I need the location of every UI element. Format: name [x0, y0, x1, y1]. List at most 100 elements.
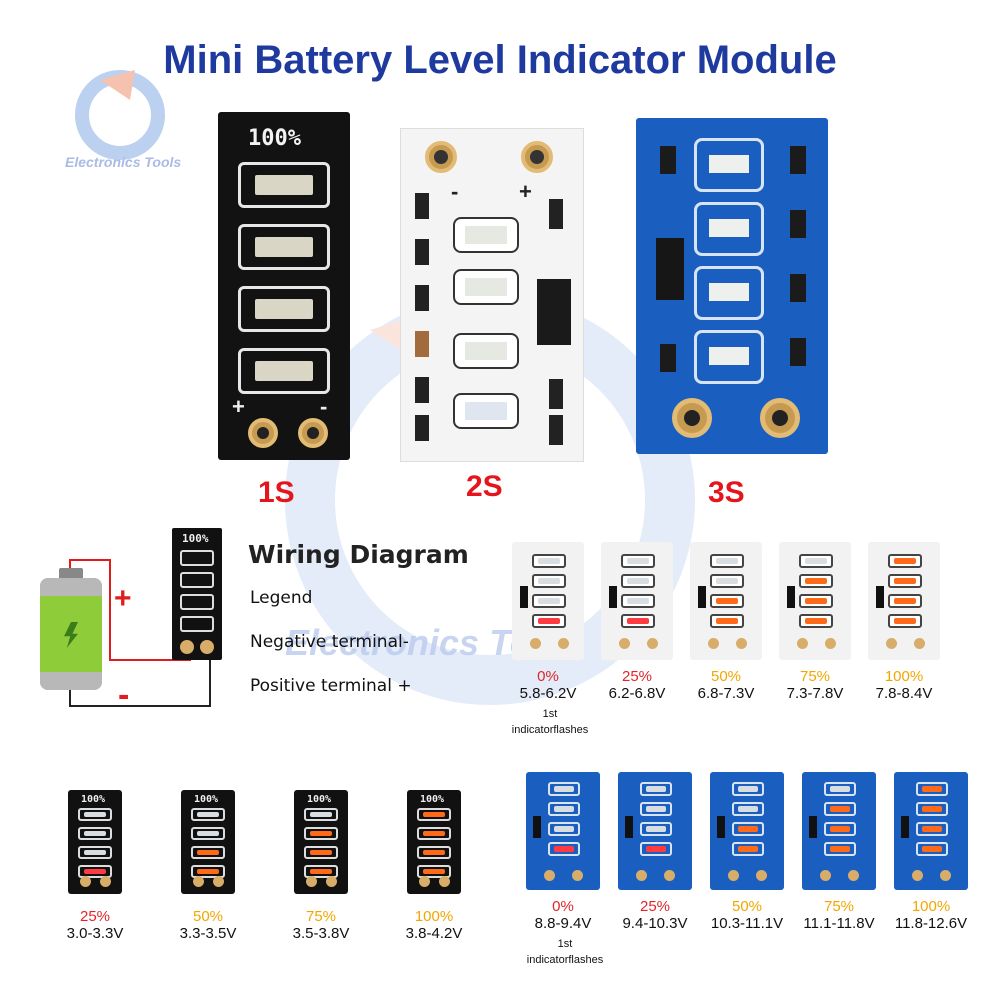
led-light: [716, 578, 738, 584]
led-lit: [888, 554, 922, 568]
level-percent: 50%: [710, 668, 742, 685]
mini-board: 100%: [68, 790, 122, 894]
led-light: [197, 869, 219, 874]
mini-board: [710, 772, 784, 890]
solder-pad: [672, 398, 712, 438]
led-lit: [799, 614, 833, 628]
plus-sign: +: [114, 582, 132, 615]
wiring-positive: Positive terminal +: [250, 676, 412, 696]
mini-board: 100%: [294, 790, 348, 894]
solder-pad: [248, 418, 278, 448]
led-light: [423, 812, 445, 817]
led-lit: [78, 865, 112, 878]
solder-pad: [439, 876, 450, 887]
level-voltage-range: 3.8-4.2V: [405, 925, 463, 942]
solder-pad: [200, 640, 214, 654]
chip: [609, 586, 617, 608]
mini-board-full-label: 100%: [194, 794, 219, 805]
solder-pad: [419, 876, 430, 887]
level-percent: 50%: [192, 908, 224, 925]
level-voltage-range: 7.3-7.8V: [786, 685, 844, 702]
plus-mark: +: [519, 179, 532, 204]
level-voltage-range: 7.8-8.4V: [875, 685, 933, 702]
led-slot: [453, 269, 519, 305]
led-light: [894, 598, 916, 604]
mini-board-full-label: 100%: [81, 794, 106, 805]
flash-note-3s: 1st indicatorflashes: [515, 938, 615, 966]
flash-note-2s: 1st indicatorflashes: [500, 708, 600, 736]
led-lit: [417, 865, 451, 878]
chip: [787, 586, 795, 608]
level-voltage-range: 8.8-9.4V: [534, 915, 592, 932]
led-light: [716, 598, 738, 604]
led-lit: [417, 808, 451, 821]
level-percent: 0%: [552, 898, 574, 915]
led-slot: [238, 348, 330, 394]
solder-pad: [180, 640, 194, 654]
led-light: [538, 558, 560, 564]
led-lit: [824, 822, 856, 836]
resistor: [790, 210, 806, 238]
led-light: [738, 846, 758, 852]
led-light: [738, 806, 758, 812]
led-off: [532, 554, 566, 568]
led-light: [830, 846, 850, 852]
led-lit: [417, 846, 451, 859]
solder-pad: [425, 141, 457, 173]
solder-pad: [619, 638, 630, 649]
wiring-board-1s: 100%: [172, 528, 222, 660]
led-light: [805, 618, 827, 624]
led-light: [538, 618, 560, 624]
chip: [717, 816, 725, 838]
battery-icon: [40, 568, 102, 690]
led-off: [732, 782, 764, 796]
led-light: [197, 850, 219, 855]
led-light: [646, 786, 666, 792]
led-lit: [916, 842, 948, 856]
mini-board: [779, 542, 851, 660]
led-light: [197, 831, 219, 836]
board-label-2s: 2S: [466, 470, 503, 503]
mini-board: [526, 772, 600, 890]
led-lit: [888, 594, 922, 608]
led-lit: [732, 842, 764, 856]
led-slot: [453, 393, 519, 429]
board-1s: 100% + -: [218, 112, 350, 460]
led-lit: [916, 802, 948, 816]
level-percent: 100%: [911, 898, 951, 915]
led-light: [554, 846, 574, 852]
mini-board: [690, 542, 762, 660]
led-light: [627, 578, 649, 584]
chip: [876, 586, 884, 608]
solder-pad: [572, 870, 583, 881]
led-slot: [694, 202, 764, 256]
board-1s-full-label: 100%: [248, 126, 301, 151]
led-light: [423, 831, 445, 836]
mini-board-full-label: 100%: [420, 794, 445, 805]
led-light: [716, 618, 738, 624]
resistor: [415, 239, 429, 265]
board-2s: - +: [400, 128, 584, 462]
led-slot: [238, 224, 330, 270]
resistor: [660, 344, 676, 372]
led-light: [84, 869, 106, 874]
led-light: [805, 578, 827, 584]
led-lit: [824, 802, 856, 816]
led-light: [922, 826, 942, 832]
led-light: [84, 831, 106, 836]
chip: [625, 816, 633, 838]
solder-pad: [213, 876, 224, 887]
led-light: [738, 826, 758, 832]
led-slot: [694, 266, 764, 320]
led-light: [738, 786, 758, 792]
led-slot: [453, 217, 519, 253]
board-3s: [636, 118, 828, 454]
solder-pad: [664, 870, 675, 881]
led-light: [627, 618, 649, 624]
chip: [533, 816, 541, 838]
led-light: [310, 850, 332, 855]
led-slot: [694, 138, 764, 192]
led-slot: [238, 286, 330, 332]
level-voltage-range: 3.3-3.5V: [179, 925, 237, 942]
led-off: [710, 554, 744, 568]
